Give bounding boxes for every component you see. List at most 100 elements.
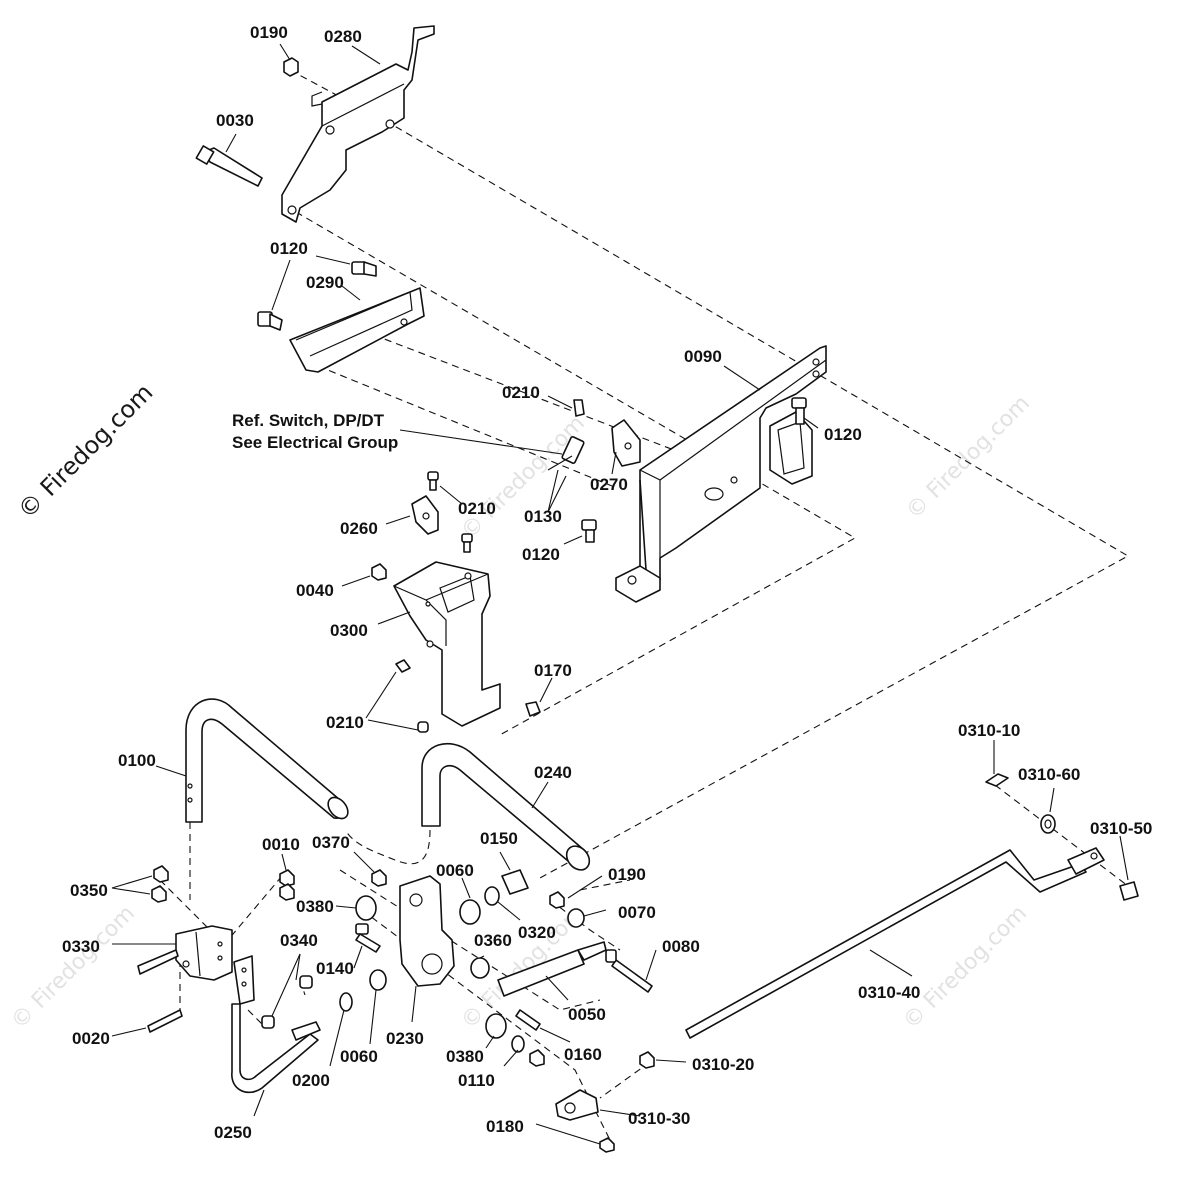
- bushing-0060-up: [459, 899, 481, 925]
- ref-switch-note: Ref. Switch, DP/DT: [232, 411, 385, 430]
- callout-0200: 0200: [292, 1071, 330, 1090]
- callout-0140: 0140: [316, 959, 354, 978]
- callout-0380-a: 0380: [296, 897, 334, 916]
- bolt-0120-right: [791, 397, 807, 425]
- bracket-0270: [611, 419, 641, 467]
- callout-0330: 0330: [62, 937, 100, 956]
- callout-0290: 0290: [306, 273, 344, 292]
- callout-0040: 0040: [296, 581, 334, 600]
- callout-0360: 0360: [474, 931, 512, 950]
- callout-0260: 0260: [340, 519, 378, 538]
- callout-0100: 0100: [118, 751, 156, 770]
- rod-end-0310-30: [555, 1089, 599, 1121]
- callout-0150: 0150: [480, 829, 518, 848]
- callout-0050: 0050: [568, 1005, 606, 1024]
- watermark-faint-2: © Firedog.com: [7, 901, 140, 1034]
- bracket-0290: [289, 287, 425, 373]
- washer-0200: [339, 992, 353, 1012]
- callout-0210-b: 0210: [458, 499, 496, 518]
- bolt-0140: [355, 923, 381, 953]
- bushing-0070: [567, 908, 585, 928]
- bolt-0120-mid: [581, 519, 597, 543]
- lever-0250: [231, 955, 319, 1094]
- callout-0180: 0180: [486, 1117, 524, 1136]
- bolt-0210-mid: [461, 533, 473, 553]
- callout-0310-10: 0310-10: [958, 721, 1020, 740]
- rod-0310-40: [685, 847, 1105, 1039]
- callout-0300: 0300: [330, 621, 368, 640]
- nut-0190-top: [283, 57, 299, 77]
- callout-0120-b: 0120: [824, 425, 862, 444]
- callout-0250: 0250: [214, 1123, 252, 1142]
- nut-0010: [279, 869, 295, 901]
- bushing-0380-b: [485, 1013, 507, 1039]
- clip-0310-10: [985, 773, 1009, 787]
- callout-0310-50: 0310-50: [1090, 819, 1152, 838]
- callout-0190-low: 0190: [608, 865, 646, 884]
- callout-0310-30: 0310-30: [628, 1109, 690, 1128]
- plate-0260: [411, 495, 439, 535]
- callout-0060-b: 0060: [340, 1047, 378, 1066]
- callout-0240: 0240: [534, 763, 572, 782]
- callout-0120-c: 0120: [522, 545, 560, 564]
- nut-0370: [371, 869, 387, 887]
- pivot-0230: [399, 875, 455, 987]
- watermark-side: © Firedog.com: [12, 378, 158, 524]
- leader-lines: [111, 43, 1129, 1145]
- callout-0320: 0320: [518, 923, 556, 942]
- callout-0090: 0090: [684, 347, 722, 366]
- watermark-faint-1: © Firedog.com: [902, 391, 1035, 524]
- pin-0170: [525, 701, 541, 717]
- clip-0150: [501, 869, 529, 895]
- nut-0310-20: [639, 1051, 655, 1069]
- callout-0280: 0280: [324, 27, 362, 46]
- bushing-0360: [470, 957, 490, 979]
- washer-0320: [484, 886, 500, 906]
- bolt-0080: [605, 949, 653, 993]
- callout-0190-top: 0190: [250, 23, 288, 42]
- callout-0310-40: 0310-40: [858, 983, 920, 1002]
- nut-0350-b: [151, 885, 167, 903]
- handle-0100: [185, 698, 349, 823]
- switch-0210: [573, 399, 585, 417]
- bolt-0120-a: [351, 261, 377, 277]
- bolt-0120-b: [257, 311, 283, 331]
- callout-0120-a: 0120: [270, 239, 308, 258]
- callout-0130: 0130: [524, 507, 562, 526]
- bolt-0030: [195, 145, 263, 187]
- bracket-0280: [281, 25, 435, 223]
- callout-0340: 0340: [280, 931, 318, 950]
- handle-0240: [421, 742, 591, 871]
- watermark-faint-3: © Firedog.com: [899, 901, 1032, 1034]
- bolt-0160: [515, 1009, 541, 1031]
- pin-0310-50: [1119, 881, 1139, 901]
- spring-0340: [261, 975, 321, 1041]
- callout-0310-20: 0310-20: [692, 1055, 754, 1074]
- bolt-0020-b: [147, 1009, 183, 1033]
- callout-0160: 0160: [564, 1045, 602, 1064]
- bracket-0330: [175, 925, 233, 981]
- nut-0190-low: [549, 891, 565, 909]
- bushing-0380-a: [355, 895, 377, 921]
- callout-labels: 0190 0280 0030 0120 0290 0090 0210 Ref. …: [62, 23, 1152, 1142]
- callout-0210-c: 0210: [326, 713, 364, 732]
- nut-0350-a: [153, 865, 169, 883]
- see-electrical-note: See Electrical Group: [232, 433, 398, 452]
- callout-0020: 0020: [72, 1029, 110, 1048]
- callout-0170: 0170: [534, 661, 572, 680]
- callout-0310-60: 0310-60: [1018, 765, 1080, 784]
- callout-0060-a: 0060: [436, 861, 474, 880]
- washer-0310-60: [1040, 814, 1056, 834]
- callout-0210-a: 0210: [502, 383, 540, 402]
- callout-0350: 0350: [70, 881, 108, 900]
- nut-0040: [371, 563, 387, 581]
- switch-assembly: [547, 436, 585, 471]
- bolt-0210-top: [427, 471, 439, 491]
- bolt-0210-low: [395, 659, 429, 733]
- callout-0230: 0230: [386, 1029, 424, 1048]
- callout-0270: 0270: [590, 475, 628, 494]
- callout-0030: 0030: [216, 111, 254, 130]
- callout-0010: 0010: [262, 835, 300, 854]
- bushing-0060-low: [369, 969, 387, 991]
